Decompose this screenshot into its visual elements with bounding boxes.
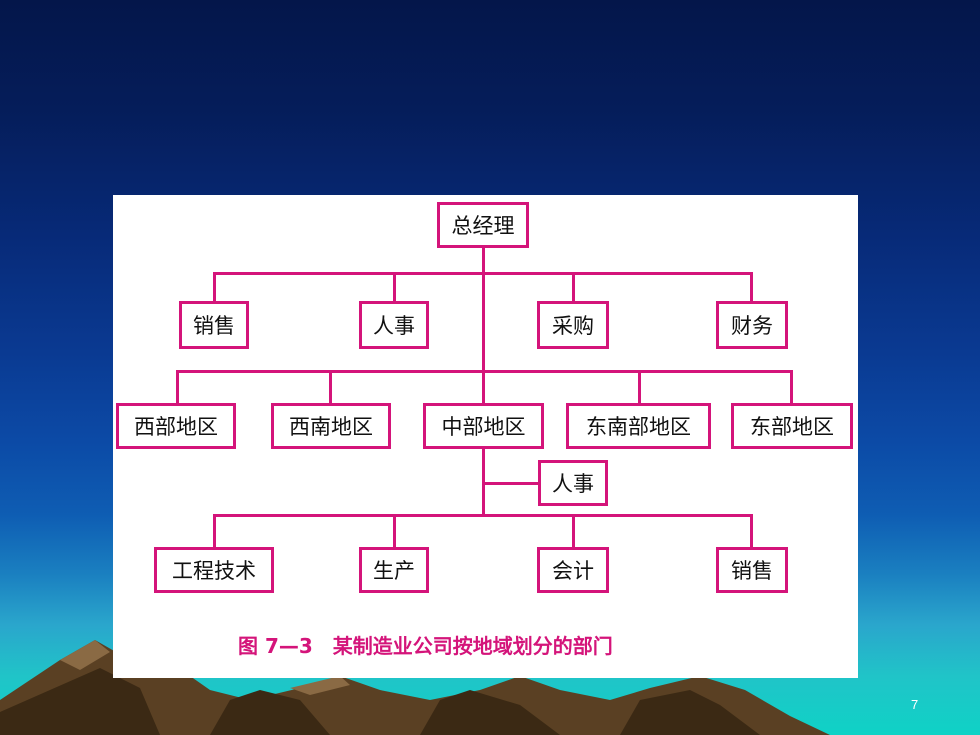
- connector-function-3: [572, 272, 575, 301]
- node-function-purchasing: 采购: [537, 301, 609, 349]
- connector-region-5: [790, 370, 793, 403]
- connector-function-4: [750, 272, 753, 301]
- node-region-west: 西部地区: [116, 403, 236, 449]
- connector-central-staff: [483, 482, 538, 485]
- connector-root-down: [482, 247, 485, 514]
- node-function-hr: 人事: [359, 301, 429, 349]
- node-unit-sales: 销售: [716, 547, 788, 593]
- node-function-sales: 销售: [179, 301, 249, 349]
- connector-function-2: [393, 272, 396, 301]
- connector-functions-bar: [213, 272, 753, 275]
- node-unit-accounting: 会计: [537, 547, 609, 593]
- node-central-hr: 人事: [538, 460, 608, 506]
- connector-unit-1: [213, 514, 216, 547]
- node-general-manager: 总经理: [437, 202, 529, 248]
- org-chart-panel: 总经理 销售 人事 采购 财务 西部地区 西南地区 中部地区 东南部地区 东部地…: [113, 195, 858, 678]
- connector-unit-3: [572, 514, 575, 547]
- connector-unit-2: [393, 514, 396, 547]
- node-unit-production: 生产: [359, 547, 429, 593]
- node-region-southeast: 东南部地区: [566, 403, 711, 449]
- connector-units-bar: [213, 514, 753, 517]
- connector-region-1: [176, 370, 179, 403]
- node-region-central: 中部地区: [423, 403, 544, 449]
- connector-unit-4: [750, 514, 753, 547]
- figure-caption: 图 7—3 某制造业公司按地域划分的部门: [238, 634, 613, 658]
- connector-regions-bar: [176, 370, 793, 373]
- node-unit-engineering: 工程技术: [154, 547, 274, 593]
- node-region-southwest: 西南地区: [271, 403, 391, 449]
- page-number: 7: [911, 697, 919, 712]
- connector-region-4: [638, 370, 641, 403]
- connector-region-2: [329, 370, 332, 403]
- node-region-east: 东部地区: [731, 403, 853, 449]
- node-function-finance: 财务: [716, 301, 788, 349]
- connector-function-1: [213, 272, 216, 301]
